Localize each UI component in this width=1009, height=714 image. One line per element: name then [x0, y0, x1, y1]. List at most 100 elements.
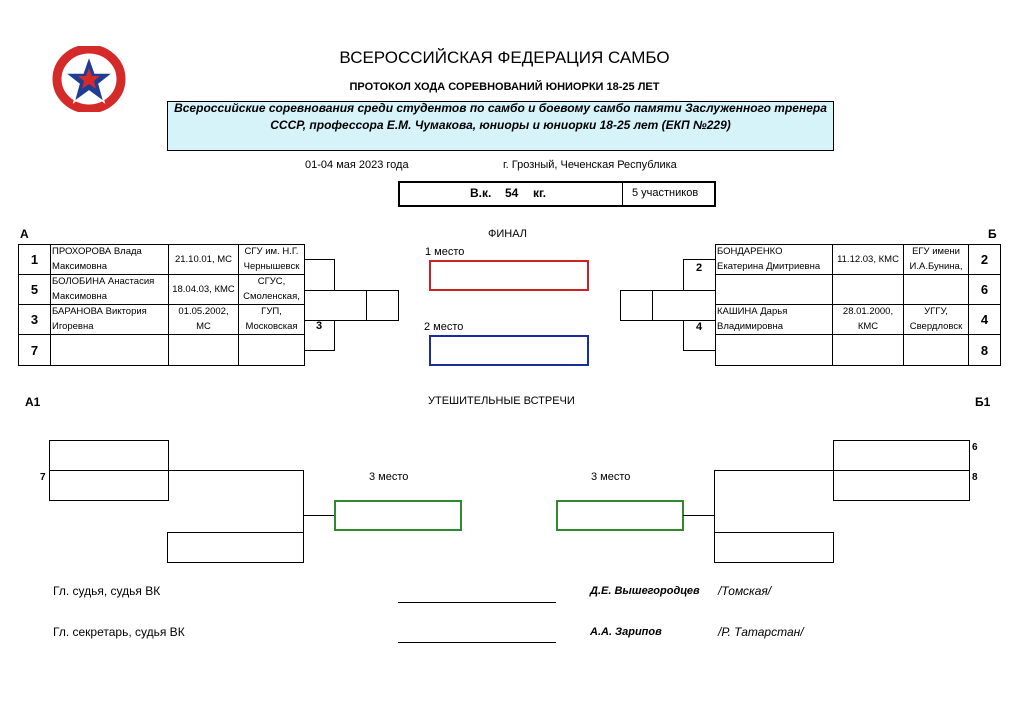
- pool-a-info-3: 01.05.2002, МС: [168, 304, 239, 335]
- pool-b-info-1: 11.12.03, КМС: [832, 244, 904, 275]
- pool-a-name-4: [50, 334, 169, 366]
- org-line: СГУС,: [257, 276, 286, 287]
- consolation-b1-entry-bottom: 8: [972, 472, 978, 483]
- pool-b-num-2: 6: [968, 274, 1001, 305]
- sambo-star-icon: [52, 44, 126, 114]
- pool-b-org-4: [903, 334, 969, 366]
- pool-b-org-3: УГГУ, Свердловск: [903, 304, 969, 335]
- pool-b-table: БОНДАРЕНКО Екатерина Дмитриевна 11.12.03…: [715, 244, 1001, 366]
- org-line: ЕГУ имени: [912, 246, 960, 257]
- first-place-label: 1 место: [425, 246, 465, 258]
- pool-a-bracket: [0, 0, 399, 351]
- event-place: г. Грозный, Чеченская Республика: [503, 159, 677, 171]
- consolation-b1-entry-top: 6: [972, 442, 978, 453]
- pool-a-name-2: БОЛОБИНА Анастасия Максимовна: [50, 274, 169, 305]
- chief-judge-role: Гл. судья, судья ВК: [53, 584, 161, 598]
- athlete-given-name: Максимовна: [52, 261, 108, 272]
- pool-b-name-2: [715, 274, 833, 305]
- org-line: Смоленская,: [243, 291, 300, 302]
- birth-date: 01.05.2002,: [178, 306, 229, 317]
- pool-b-org-2: [903, 274, 969, 305]
- athlete-given-name: Екатерина Дмитриевна: [717, 261, 821, 272]
- consolation-a1-entry: 7: [40, 472, 46, 483]
- pool-b-num-1: 2: [968, 244, 1001, 275]
- chief-judge-region: /Томская/: [718, 584, 772, 598]
- pool-b-num-3: 4: [968, 304, 1001, 335]
- chief-judge-name: Д.Е. Вышегородцев: [590, 585, 700, 597]
- pool-a-name-3: БАРАНОВА Виктория Игоревна: [50, 304, 169, 335]
- pool-b-org-1: ЕГУ имени И.А.Бунина,: [903, 244, 969, 275]
- pool-b-first-winner: 2: [696, 262, 703, 274]
- org-line: Московская: [245, 321, 298, 332]
- pool-a-num-2: 5: [18, 274, 51, 305]
- rank: МС: [196, 321, 211, 332]
- athlete-given-name: Владимировна: [717, 321, 783, 332]
- event-dates: 01-04 мая 2023 года: [305, 159, 409, 171]
- pool-b-name-4: [715, 334, 833, 366]
- second-place-box: [429, 335, 589, 366]
- pool-b-info-3: 28.01.2000, КМС: [832, 304, 904, 335]
- athlete-surname: БАРАНОВА Виктория: [52, 306, 147, 317]
- pool-a-info-4: [168, 334, 239, 366]
- org-line: УГГУ,: [924, 306, 948, 317]
- pool-a-name-1: ПРОХОРОВА Влада Максимовна: [50, 244, 169, 275]
- weight-value: 54: [505, 186, 519, 200]
- pool-b-name-3: КАШИНА Дарья Владимировна: [715, 304, 833, 335]
- pool-b-name-1: БОНДАРЕНКО Екатерина Дмитриевна: [715, 244, 833, 275]
- pool-a-org-1: СГУ им. Н.Г. Чернышевск: [238, 244, 305, 275]
- pool-a-org-4: [238, 334, 305, 366]
- org-line: СГУ им. Н.Г.: [244, 246, 299, 257]
- third-place-right-label: 3 место: [591, 471, 631, 483]
- event-title-line2: СССР, профессора Е.М. Чумакова, юниоры и…: [270, 118, 731, 132]
- participants-count: 5 участников: [632, 187, 699, 199]
- consolation-b1-bracket: [0, 0, 970, 563]
- weight-unit: кг.: [533, 186, 547, 200]
- consolation-a1-bracket: [0, 0, 335, 563]
- athlete-surname: БОЛОБИНА Анастасия: [52, 276, 155, 287]
- athlete-surname: КАШИНА Дарья: [717, 306, 788, 317]
- first-place-box: [429, 260, 589, 291]
- chief-secretary-name: А.А. Зарипов: [590, 626, 662, 638]
- weight-label: В.к.: [470, 186, 492, 200]
- third-place-left-box: [334, 500, 462, 531]
- athlete-surname: БОНДАРЕНКО: [717, 246, 783, 257]
- chief-secretary-role: Гл. секретарь, судья ВК: [53, 625, 185, 639]
- rank: КМС: [857, 321, 879, 332]
- consolation-title: УТЕШИТЕЛЬНЫЕ ВСТРЕЧИ: [428, 395, 575, 407]
- pool-a1-label: А1: [25, 395, 41, 409]
- pool-a-table: 1 ПРОХОРОВА Влада Максимовна 21.10.01, М…: [18, 244, 305, 366]
- pool-a-info-1: 21.10.01, МС: [168, 244, 239, 275]
- athlete-given-name: Максимовна: [52, 291, 108, 302]
- pool-b-info-4: [832, 334, 904, 366]
- federation-title: ВСЕРОССИЙСКАЯ ФЕДЕРАЦИЯ САМБО: [339, 48, 670, 67]
- chief-judge-signature-line: [398, 602, 556, 603]
- second-place-label: 2 место: [424, 321, 464, 333]
- pool-a-info-2: 18.04.03, КМС: [168, 274, 239, 305]
- pool-b1-label: Б1: [975, 395, 991, 409]
- org-line: Чернышевск: [243, 261, 300, 272]
- pool-a-semifinal-winner: 3: [316, 320, 323, 332]
- officials-section: Гл. судья, судья ВК Д.Е. Вышегородцев /Т…: [0, 0, 804, 643]
- pool-a-org-2: СГУС, Смоленская,: [238, 274, 305, 305]
- federation-logo: [52, 44, 126, 114]
- pool-b-label: Б: [988, 227, 997, 241]
- pool-b-semifinal-winner: 4: [696, 321, 703, 333]
- third-place-left-label: 3 место: [369, 471, 409, 483]
- org-line: ГУП,: [261, 306, 282, 317]
- org-line: Свердловск: [909, 321, 963, 332]
- third-place-right-box: [556, 500, 684, 531]
- final-label: ФИНАЛ: [488, 228, 528, 240]
- event-title-band: Всероссийские соревнования среди студент…: [167, 101, 834, 151]
- pool-b-info-2: [832, 274, 904, 305]
- pool-a-num-4: 7: [18, 334, 51, 366]
- pool-b-num-4: 8: [968, 334, 1001, 366]
- chief-secretary-signature-line: [398, 642, 556, 643]
- protocol-title: ПРОТОКОЛ ХОДА СОРЕВНОВАНИЙ ЮНИОРКИ 18-25…: [349, 81, 660, 93]
- athlete-surname: ПРОХОРОВА Влада: [52, 246, 142, 257]
- pool-a-num-3: 3: [18, 304, 51, 335]
- birth-date: 28.01.2000,: [842, 306, 894, 317]
- pool-a-org-3: ГУП, Московская: [238, 304, 305, 335]
- athlete-given-name: Игоревна: [52, 321, 94, 332]
- chief-secretary-region: /Р. Татарстан/: [718, 625, 804, 639]
- org-line: И.А.Бунина,: [909, 261, 963, 272]
